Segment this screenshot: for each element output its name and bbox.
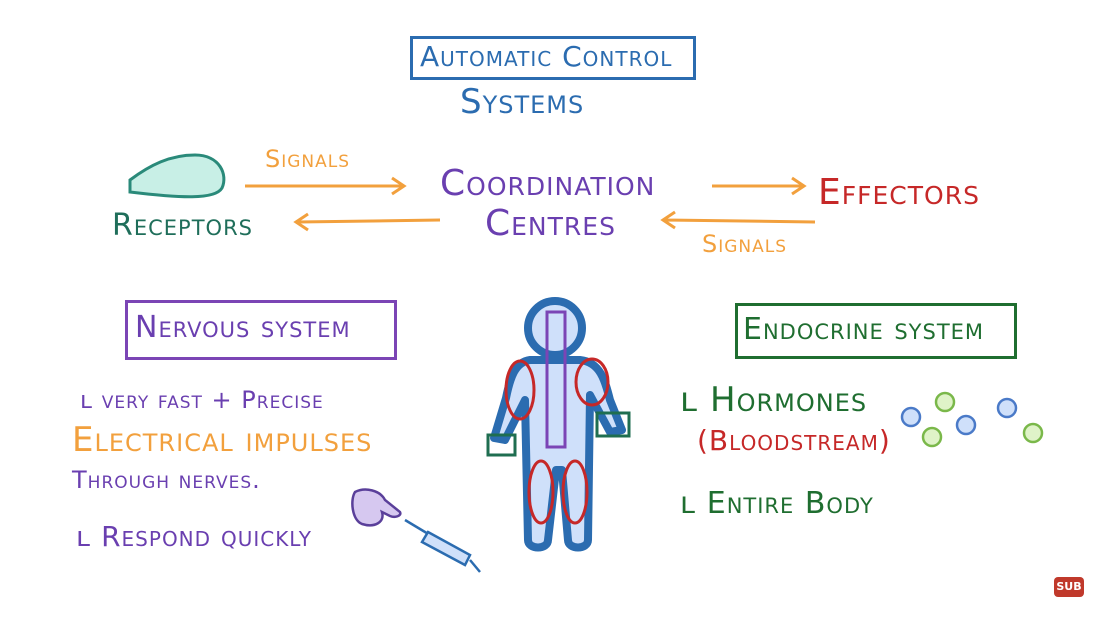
nervous-heading: Nervous system (135, 310, 351, 345)
nervous-point: Electrical impulses (72, 420, 373, 460)
title-box (410, 36, 696, 80)
coordination-label: Coordination (440, 163, 656, 204)
arrow-left-icon (293, 212, 441, 232)
nervous-point: ʟ Respond quickly (76, 520, 313, 553)
hand-icon (351, 488, 402, 527)
centres-label: Centres (485, 203, 616, 244)
signals-top-label: Signals (265, 145, 351, 173)
endocrine-box (735, 303, 1017, 359)
arrow-right-icon (712, 176, 807, 196)
receptors-label: Receptors (112, 208, 253, 243)
syringe-icon (404, 518, 481, 573)
title-line1: Automatic Control (420, 40, 673, 73)
endocrine-point: (Bloodstream) (697, 424, 891, 457)
receptor-icon (128, 153, 226, 199)
nervous-box (125, 300, 397, 360)
endocrine-point: ʟ Entire Body (680, 486, 874, 521)
body-figure-icon (486, 297, 631, 552)
nervous-point: ʟ very fast + Precise (80, 386, 324, 414)
hormone-dots-icon (900, 391, 1044, 448)
signals-bottom-label: Signals (702, 230, 788, 258)
endocrine-point: ʟ Hormones (680, 380, 868, 420)
title-line2: Systems (460, 82, 585, 122)
arrow-right-icon (245, 176, 407, 196)
arrow-left-icon (660, 210, 816, 230)
subtitle-badge[interactable]: SUB (1054, 577, 1084, 597)
arrows (245, 176, 816, 232)
effectors-label: Effectors (818, 172, 980, 213)
nervous-point: Through nerves. (72, 466, 261, 494)
endocrine-heading: Endocrine system (743, 312, 985, 347)
